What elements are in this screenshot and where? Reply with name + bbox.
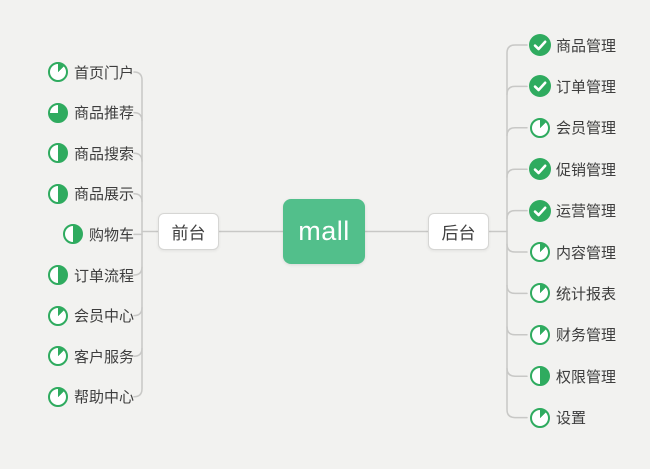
topic-label: 帮助中心 — [73, 389, 134, 407]
back-topic-item[interactable]: 运营管理 — [529, 199, 616, 223]
back-topic-item[interactable]: 财务管理 — [529, 323, 616, 347]
branch-node-frontend[interactable]: 前台 — [158, 213, 219, 250]
topic-label: 首页门户 — [73, 64, 134, 82]
topic-label: 商品管理 — [556, 37, 617, 55]
front-topic-item[interactable]: 购物车 — [62, 222, 134, 246]
front-topic-item[interactable]: 商品展示 — [47, 182, 134, 206]
progress-pie-icon — [529, 365, 551, 387]
topic-label: 统计报表 — [556, 285, 617, 303]
progress-pie-icon — [529, 324, 551, 346]
check-done-icon — [529, 75, 551, 98]
front-topic-item[interactable]: 商品搜索 — [47, 141, 134, 165]
root-node-mall[interactable]: mall — [283, 199, 365, 264]
topic-label: 设置 — [556, 410, 587, 428]
topic-label: 促销管理 — [556, 161, 617, 179]
progress-pie-icon — [529, 241, 551, 263]
back-topic-item[interactable]: 权限管理 — [529, 364, 616, 388]
topic-label: 购物车 — [88, 226, 134, 244]
front-topic-item[interactable]: 客户服务 — [47, 344, 134, 368]
front-topic-item[interactable]: 会员中心 — [47, 304, 134, 328]
back-topic-item[interactable]: 统计报表 — [529, 281, 616, 305]
topic-label: 客户服务 — [73, 348, 134, 366]
check-done-icon — [529, 34, 551, 56]
progress-pie-icon — [47, 102, 69, 124]
progress-pie-icon — [47, 345, 69, 367]
back-topic-item[interactable]: 订单管理 — [529, 74, 616, 98]
progress-pie-icon — [529, 407, 551, 429]
topic-label: 订单管理 — [556, 78, 617, 96]
progress-pie-icon — [47, 264, 69, 286]
front-topic-item[interactable]: 订单流程 — [47, 263, 134, 287]
check-done-icon — [529, 158, 551, 181]
back-topic-item[interactable]: 会员管理 — [529, 116, 616, 140]
progress-pie-icon — [47, 61, 69, 83]
progress-pie-icon — [47, 386, 69, 408]
topic-label: 权限管理 — [556, 368, 617, 386]
topic-label: 财务管理 — [556, 327, 617, 345]
back-topic-item[interactable]: 设置 — [529, 406, 586, 430]
topic-label: 内容管理 — [556, 244, 617, 262]
front-topic-item[interactable]: 帮助中心 — [47, 385, 134, 409]
topic-label: 订单流程 — [73, 267, 134, 285]
topic-label: 会员中心 — [73, 308, 134, 326]
progress-pie-icon — [529, 117, 551, 139]
branch-node-backend[interactable]: 后台 — [428, 213, 489, 250]
progress-pie-icon — [47, 183, 69, 205]
back-topic-item[interactable]: 内容管理 — [529, 240, 616, 264]
progress-pie-icon — [47, 142, 69, 164]
topic-label: 商品推荐 — [73, 105, 134, 123]
progress-pie-icon — [62, 223, 84, 245]
front-topic-item[interactable]: 商品推荐 — [47, 101, 134, 125]
topic-label: 商品展示 — [73, 186, 134, 204]
check-done-icon — [529, 199, 551, 222]
progress-pie-icon — [47, 305, 69, 327]
progress-pie-icon — [529, 282, 551, 304]
topic-label: 会员管理 — [556, 120, 617, 138]
front-topic-item[interactable]: 首页门户 — [47, 60, 134, 84]
back-topic-item[interactable]: 商品管理 — [529, 33, 616, 57]
topic-label: 运营管理 — [556, 203, 617, 221]
back-topic-item[interactable]: 促销管理 — [529, 157, 616, 181]
topic-label: 商品搜索 — [73, 145, 134, 163]
